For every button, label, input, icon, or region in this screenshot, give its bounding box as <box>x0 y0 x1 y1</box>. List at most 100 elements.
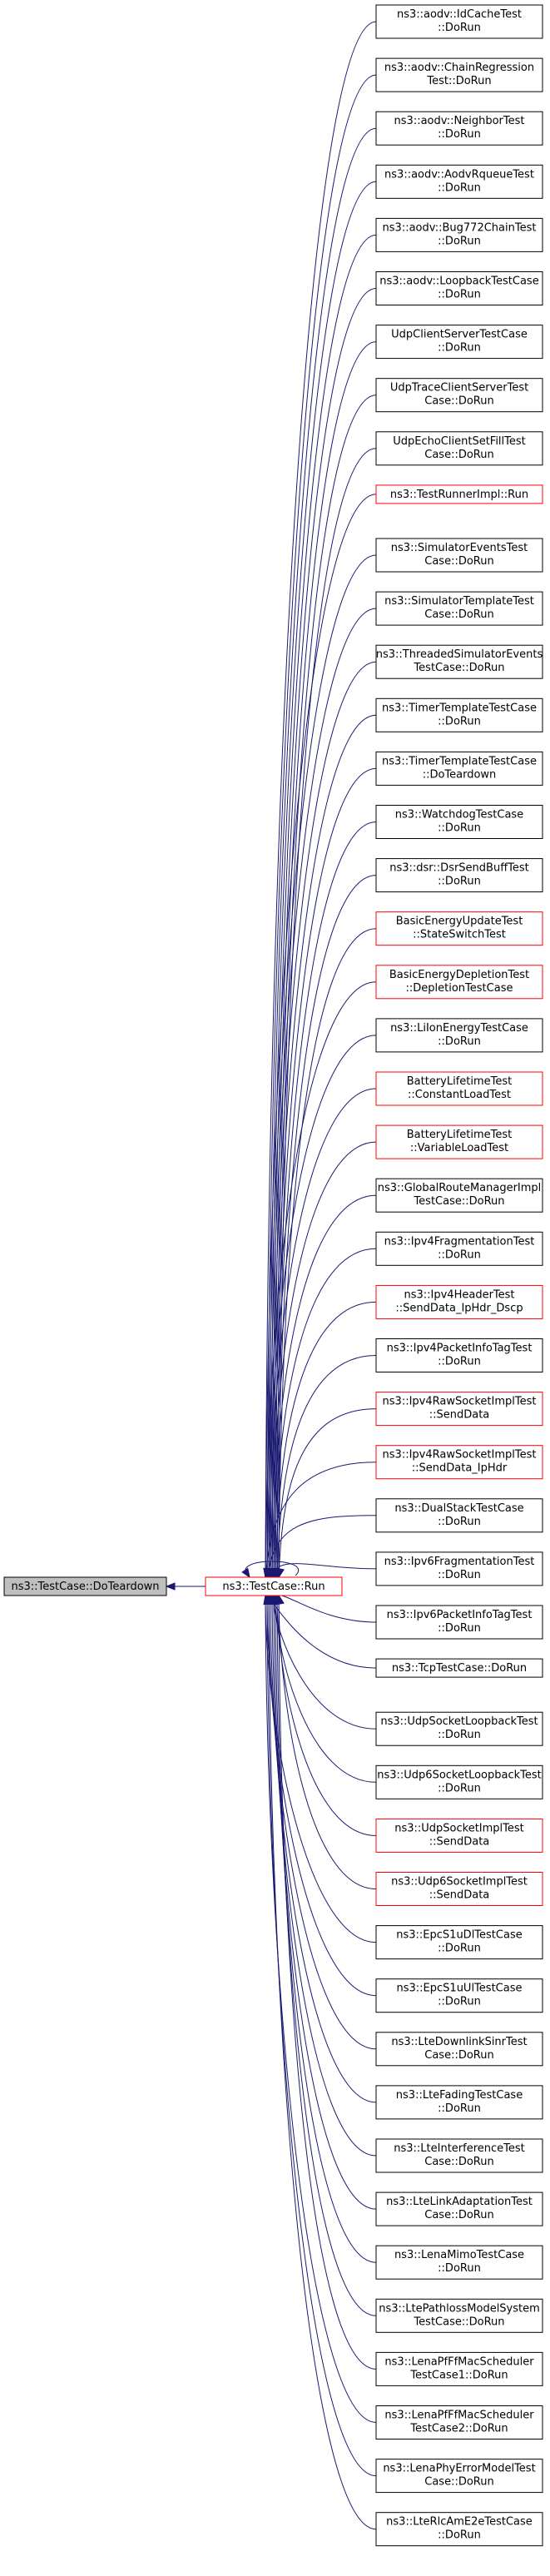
node-focus-teardown[interactable]: ns3::TestCase::DoTeardown <box>3 1576 167 1596</box>
node-caller-45[interactable]: ns3::LenaPfFfMacSchedulerTestCase1::DoRu… <box>375 2351 543 2386</box>
node-caller-15[interactable]: ns3::TimerTemplateTestCase::DoTeardown <box>375 751 543 786</box>
node-label-line-1: BatteryLifetimeTest <box>407 1075 513 1088</box>
node-label-line-2: Case::DoRun <box>424 2156 493 2168</box>
node-caller-6[interactable]: ns3::aodv::LoopbackTestCase::DoRun <box>375 271 543 305</box>
node-label-line-1: ns3::Ipv4RawSocketImplTest <box>383 1449 537 1462</box>
node-caller-26[interactable]: ns3::Ipv4PacketInfoTagTest::DoRun <box>375 1338 543 1372</box>
node-label-line-2: Case::DoRun <box>424 2049 493 2062</box>
node-caller-10[interactable]: ns3::TestRunnerImpl::Run <box>375 484 543 504</box>
node-caller-18[interactable]: BasicEnergyUpdateTest::StateSwitchTest <box>375 911 543 946</box>
node-caller-24[interactable]: ns3::Ipv4FragmentationTest::DoRun <box>375 1231 543 1266</box>
node-label-line-1: ns3::Ipv4RawSocketImplTest <box>383 1396 537 1408</box>
node-label-line-2: ::DoRun <box>438 235 481 247</box>
node-box <box>205 1576 343 1596</box>
node-label-line-2: ::StateSwitchTest <box>413 929 506 941</box>
node-box <box>375 1178 543 1213</box>
node-label-line-2: ::DoRun <box>438 876 481 888</box>
edge-caller-20 <box>266 1035 377 1588</box>
edge-caller-15 <box>273 767 377 1588</box>
node-box <box>375 2245 543 2280</box>
node-label-line-1: ns3::EpcS1uUlTestCase <box>397 1983 523 1995</box>
node-caller-7[interactable]: UdpClientServerTestCase::DoRun <box>375 325 543 360</box>
node-caller-40[interactable]: ns3::LteFadingTestCase::DoRun <box>375 2085 543 2120</box>
node-label-line-2: TestCase2::DoRun <box>409 2423 508 2435</box>
node-testcase-run[interactable]: ns3::TestCase::Run <box>205 1576 343 1596</box>
edge-caller-29 <box>266 1515 377 1588</box>
node-caller-43[interactable]: ns3::LenaMimoTestCase::DoRun <box>375 2245 543 2280</box>
node-box <box>375 591 543 626</box>
edge-caller-31 <box>270 1594 377 1623</box>
node-caller-38[interactable]: ns3::EpcS1uUlTestCase::DoRun <box>375 1978 543 2013</box>
node-label-line-2: ::DoRun <box>438 1782 481 1794</box>
node-caller-19[interactable]: BasicEnergyDepletionTest::DepletionTestC… <box>375 965 543 1000</box>
node-label-line-2: ::DoRun <box>438 2529 481 2542</box>
node-box <box>375 2351 543 2386</box>
node-box <box>375 325 543 360</box>
edge-arrowhead-45 <box>276 1594 285 1606</box>
node-caller-34[interactable]: ns3::Udp6SocketLoopbackTest::DoRun <box>375 1764 543 1799</box>
node-caller-25[interactable]: ns3::Ipv4HeaderTest::SendData_IpHdr_Dscp <box>375 1284 543 1319</box>
node-box <box>375 431 543 466</box>
edge-caller-44 <box>276 1603 377 2316</box>
node-box <box>375 2405 543 2440</box>
node-caller-36[interactable]: ns3::Udp6SocketImplTest::SendData <box>375 1872 543 1906</box>
node-box <box>375 965 543 1000</box>
node-caller-46[interactable]: ns3::LenaPfFfMacSchedulerTestCase2::DoRu… <box>375 2405 543 2440</box>
node-label-line-2: ::DoRun <box>438 1996 481 2008</box>
node-box <box>375 1925 543 1960</box>
node-caller-20[interactable]: ns3::LiIonEnergyTestCase::DoRun <box>375 1018 543 1053</box>
node-caller-1[interactable]: ns3::aodv::IdCacheTest::DoRun <box>375 4 543 39</box>
node-caller-35[interactable]: ns3::UdpSocketImplTest::SendData <box>375 1818 543 1853</box>
node-label-line-1: ns3::TcpTestCase::DoRun <box>392 1662 527 1675</box>
node-label-line-1: ns3::LteRlcAmE2eTestCase <box>386 2516 533 2529</box>
node-caller-21[interactable]: BatteryLifetimeTest::ConstantLoadTest <box>375 1071 543 1106</box>
node-label-line-1: ns3::TestCase::Run <box>222 1581 325 1593</box>
node-label-line-2: ::DoRun <box>438 181 481 194</box>
node-label-line-1: ns3::LenaPhyErrorModelTest <box>383 2463 535 2475</box>
node-caller-48[interactable]: ns3::LteRlcAmE2eTestCase::DoRun <box>375 2512 543 2547</box>
edge-arrowhead-self-loop <box>241 1567 250 1579</box>
node-caller-4[interactable]: ns3::aodv::AodvRqueueTest::DoRun <box>375 164 543 199</box>
node-caller-31[interactable]: ns3::Ipv6PacketInfoTagTest::DoRun <box>375 1605 543 1640</box>
edge-caller-30 <box>268 1563 377 1588</box>
node-caller-28[interactable]: ns3::Ipv4RawSocketImplTest::SendData_IpH… <box>375 1445 543 1480</box>
node-box <box>375 538 543 573</box>
node-caller-17[interactable]: ns3::dsr::DsrSendBuffTest::DoRun <box>375 858 543 893</box>
node-caller-3[interactable]: ns3::aodv::NeighborTest::DoRun <box>375 111 543 146</box>
node-caller-32[interactable]: ns3::TcpTestCase::DoRun <box>375 1658 543 1678</box>
node-label-line-2: ::SendData <box>429 1835 490 1848</box>
node-label-line-2: ::DoTeardown <box>423 768 497 781</box>
node-label-line-1: ns3::TimerTemplateTestCase <box>382 702 537 714</box>
edge-caller-43 <box>275 1603 377 2263</box>
node-caller-27[interactable]: ns3::Ipv4RawSocketImplTest::SendData <box>375 1392 543 1427</box>
edge-caller-24 <box>273 1248 377 1588</box>
node-label-line-1: ns3::Ipv4HeaderTest <box>404 1288 514 1301</box>
node-caller-29[interactable]: ns3::DualStackTestCase::DoRun <box>375 1498 543 1533</box>
node-caller-22[interactable]: BatteryLifetimeTest::VariableLoadTest <box>375 1124 543 1159</box>
node-box <box>375 1231 543 1266</box>
node-caller-37[interactable]: ns3::EpcS1uDlTestCase::DoRun <box>375 1925 543 1960</box>
node-label-line-2: ::DoRun <box>438 1248 481 1261</box>
node-caller-14[interactable]: ns3::TimerTemplateTestCase::DoRun <box>375 697 543 732</box>
node-caller-30[interactable]: ns3::Ipv6FragmentationTest::DoRun <box>375 1551 543 1586</box>
node-label-line-2: ::DoRun <box>438 1516 481 1528</box>
node-box <box>375 111 543 146</box>
edge-caller-3 <box>268 127 377 1588</box>
node-caller-44[interactable]: ns3::LtePathlossModelSystemTestCase::DoR… <box>375 2298 543 2333</box>
node-caller-23[interactable]: ns3::GlobalRouteManagerImplTestCase::DoR… <box>375 1178 543 1213</box>
node-caller-5[interactable]: ns3::aodv::Bug772ChainTest::DoRun <box>375 217 543 252</box>
node-label-line-1: ns3::LenaPfFfMacScheduler <box>384 2355 534 2368</box>
node-caller-13[interactable]: ns3::ThreadedSimulatorEventsTestCase::Do… <box>375 644 543 679</box>
node-caller-16[interactable]: ns3::WatchdogTestCase::DoRun <box>375 805 543 839</box>
node-box <box>375 4 543 39</box>
node-caller-33[interactable]: ns3::UdpSocketLoopbackTest::DoRun <box>375 1711 543 1746</box>
